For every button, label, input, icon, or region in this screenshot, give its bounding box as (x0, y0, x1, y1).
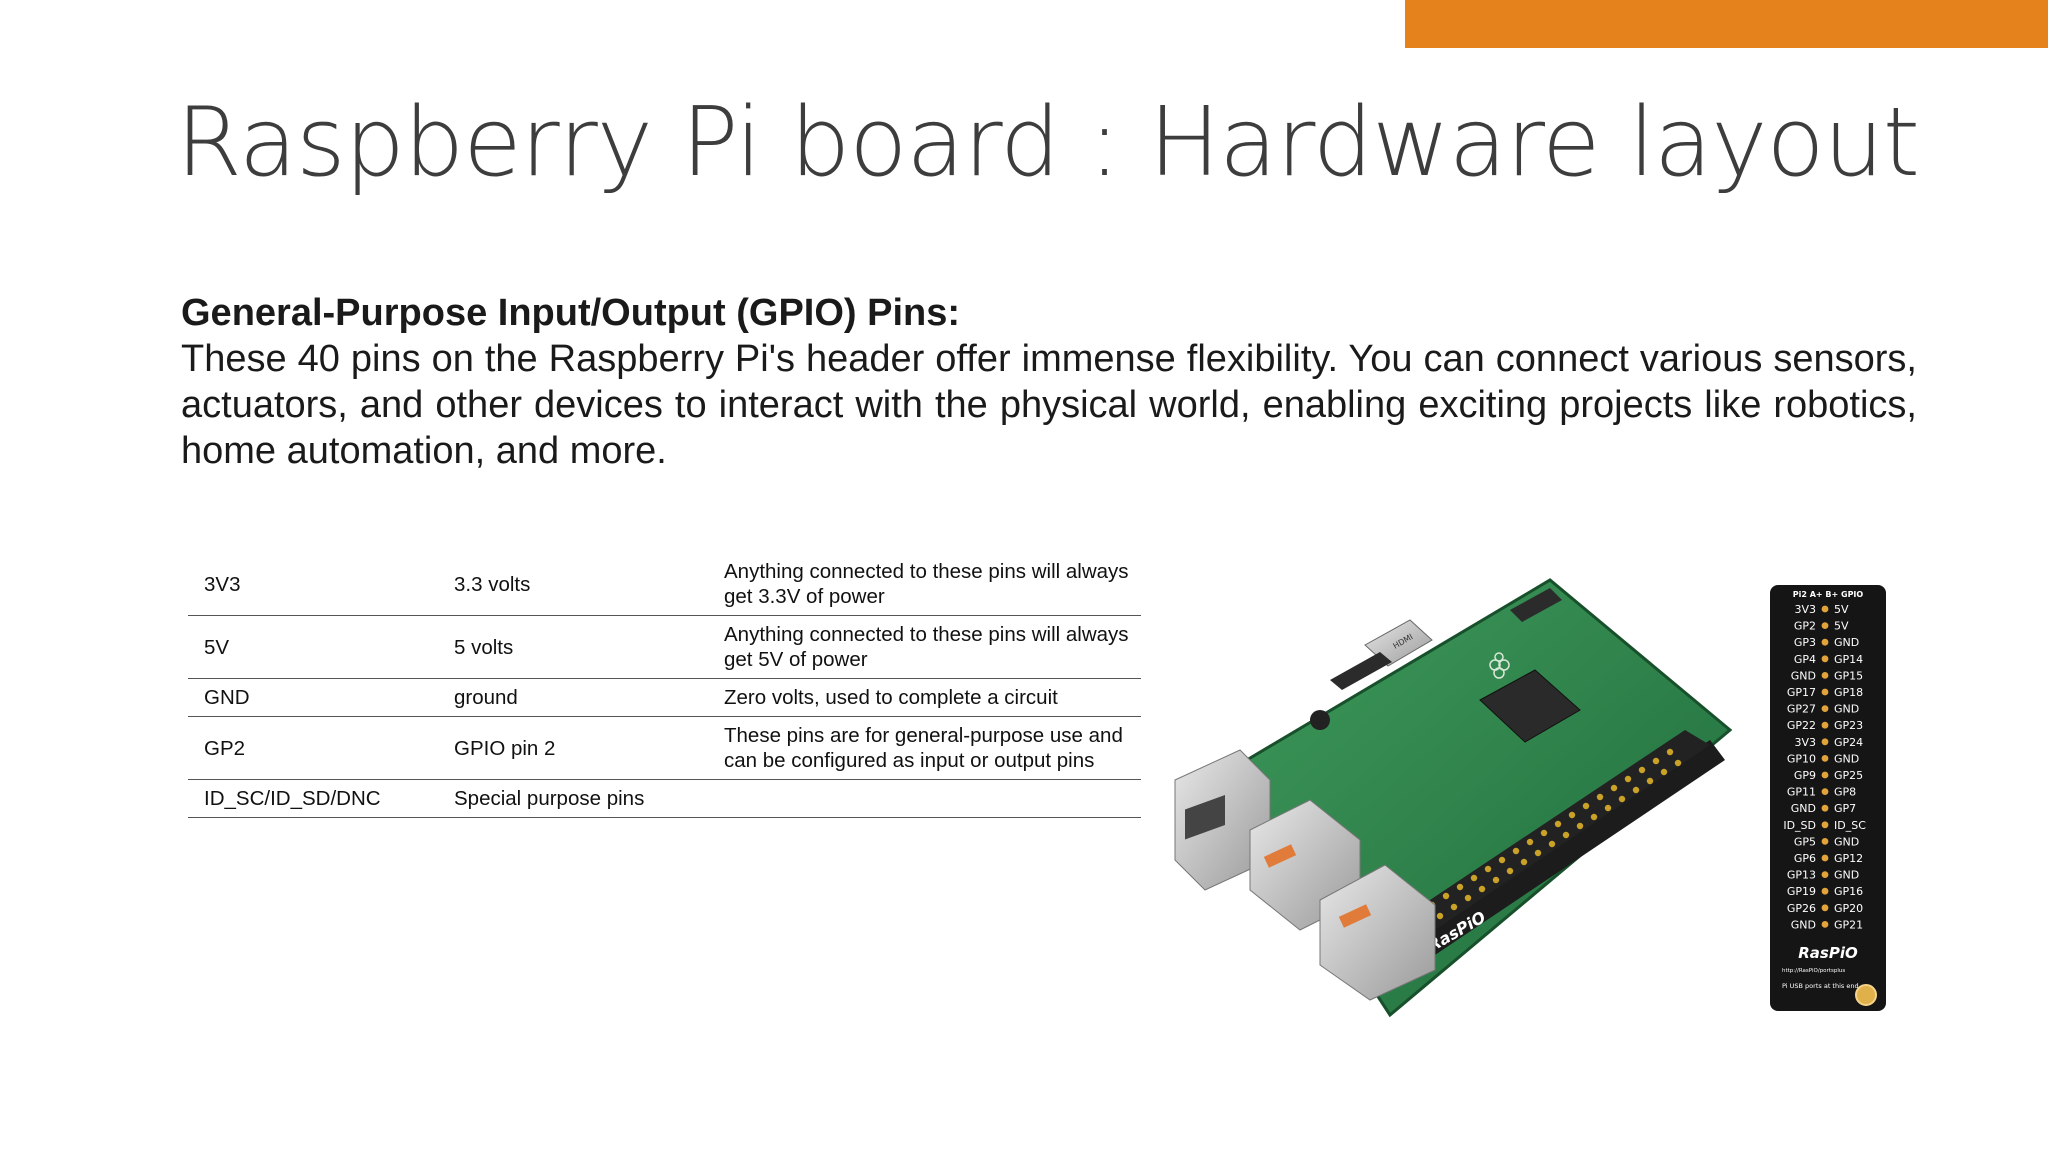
pinout-right-label: 5V (1834, 603, 1849, 616)
table-row: 5V 5 volts Anything connected to these p… (188, 615, 1141, 679)
slide-title: Raspberry Pi board : Hardware layout (176, 88, 1920, 198)
pinout-card-url: http://RasPiO/portsplus (1782, 968, 1845, 974)
table-row: GP2 GPIO pin 2 These pins are for genera… (188, 716, 1141, 780)
pin-description-cell: Zero volts, used to complete a circuit (708, 678, 1141, 717)
pinout-pin-dot (1821, 904, 1829, 912)
raspberry-logo-icon (1489, 652, 1510, 679)
pinout-left-label: GP4 (1794, 653, 1816, 666)
pinout-left-label: GP9 (1794, 769, 1816, 782)
pinout-pin-dot (1821, 838, 1829, 845)
pin-meaning-cell: 3.3 volts (438, 553, 708, 616)
pinout-right-label: GND (1834, 835, 1859, 848)
pin-meaning-cell: ground (438, 678, 708, 717)
pinout-pin-dot (1821, 688, 1829, 696)
pinout-right-label: GP18 (1834, 686, 1863, 699)
pinout-right-label: GND (1834, 869, 1859, 882)
pinout-pin-dot (1821, 721, 1829, 729)
pinout-left-label: GP19 (1787, 885, 1816, 898)
pinout-left-label: GP13 (1787, 869, 1816, 882)
table-row: ID_SC/ID_SD/DNC Special purpose pins (188, 779, 1141, 818)
pinout-left-label: GP5 (1794, 835, 1816, 848)
pin-description-cell: Anything connected to these pins will al… (708, 615, 1141, 679)
pin-name-cell: GP2 (188, 716, 438, 780)
pin-description-cell: These pins are for general-purpose use a… (708, 716, 1141, 780)
pinout-pin-dot (1821, 622, 1829, 629)
pinout-left-label: 3V3 (1794, 736, 1816, 749)
pinout-right-label: GP16 (1834, 885, 1863, 898)
pinout-pin-dot (1821, 755, 1829, 762)
gpio-header-pins (1428, 748, 1682, 920)
body-text: General-Purpose Input/Output (GPIO) Pins… (181, 290, 1917, 474)
pinout-left-label: GP2 (1794, 620, 1816, 633)
pinout-left-label: GP22 (1787, 719, 1816, 732)
pinout-pin-dot (1821, 705, 1829, 712)
pinout-card-footer: Pi USB ports at this end (1782, 982, 1859, 990)
pinout-pin-dot (1821, 788, 1829, 795)
pinout-right-label: GP15 (1834, 669, 1863, 682)
pinout-right-label: GP7 (1834, 802, 1856, 815)
pinout-pin-dot (1821, 921, 1829, 928)
pinout-right-label: GP14 (1834, 653, 1863, 666)
pinout-pin-dot (1821, 655, 1829, 663)
pinout-card-brand: RasPiO (1798, 944, 1858, 962)
pin-name-cell: GND (188, 678, 438, 717)
pin-table: 3V3 3.3 volts Anything connected to thes… (188, 553, 1141, 818)
pinout-left-label: GP11 (1787, 786, 1816, 799)
pinout-right-label: GP12 (1834, 852, 1863, 865)
pin-name-cell: 5V (188, 615, 438, 679)
pinout-left-label: GND (1791, 918, 1816, 931)
accent-bar (1405, 0, 2048, 48)
gpio-paragraph: These 40 pins on the Raspberry Pi's head… (181, 338, 1917, 472)
pinout-left-label: GP10 (1787, 752, 1816, 765)
pinout-right-label: GND (1834, 703, 1859, 716)
pin-name-cell: ID_SC/ID_SD/DNC (188, 779, 438, 818)
pinout-pin-dot (1821, 887, 1829, 895)
pinout-left-label: GP6 (1794, 852, 1816, 865)
pinout-right-label: ID_SC (1834, 819, 1866, 832)
pinout-left-label: GP26 (1787, 902, 1816, 915)
pinout-left-label: 3V3 (1794, 603, 1816, 616)
gpio-heading: General-Purpose Input/Output (GPIO) Pins… (181, 292, 961, 334)
raspberry-pi-board-photo: HDMI RasPiO (1174, 578, 1733, 1018)
pinout-left-label: GP17 (1787, 686, 1816, 699)
pin-meaning-cell: GPIO pin 2 (438, 716, 708, 780)
pinout-pin-dot (1821, 854, 1829, 862)
pinout-left-label: GND (1791, 669, 1816, 682)
pinout-card-header: Pi2 A+ B+ GPIO (1793, 590, 1864, 599)
pinout-right-label: GND (1834, 752, 1859, 765)
table-row: GND ground Zero volts, used to complete … (188, 678, 1141, 717)
pin-meaning-cell: Special purpose pins (438, 779, 708, 818)
pinout-pin-dot (1821, 871, 1829, 878)
pinout-right-label: GP21 (1834, 918, 1863, 931)
table-row: 3V3 3.3 volts Anything connected to thes… (188, 553, 1141, 616)
pin-name-cell: 3V3 (188, 553, 438, 616)
pinout-right-label: GP24 (1834, 736, 1863, 749)
pinout-pin-dot (1821, 638, 1829, 646)
pin-description-cell: Anything connected to these pins will al… (708, 553, 1141, 616)
pinout-right-label: GND (1834, 636, 1859, 649)
pinout-left-label: GND (1791, 802, 1816, 815)
pin-description-cell (708, 779, 1141, 818)
pinout-pin-dot (1821, 672, 1829, 679)
pin-meaning-cell: 5 volts (438, 615, 708, 679)
pinout-pin-dot (1821, 804, 1829, 812)
pinout-right-label: GP8 (1834, 786, 1856, 799)
pinout-left-label: GP3 (1794, 636, 1816, 649)
pinout-right-label: GP23 (1834, 719, 1863, 732)
pinout-pin-dot (1821, 605, 1829, 613)
pinout-left-label: GP27 (1787, 703, 1816, 716)
pinout-pin-dot (1821, 738, 1829, 746)
pinout-left-label: ID_SD (1783, 819, 1816, 832)
pinout-pin-dot (1821, 821, 1829, 829)
pinout-right-label: GP25 (1834, 769, 1863, 782)
pinout-right-label: 5V (1834, 620, 1849, 633)
pinout-pin-dot (1821, 771, 1829, 779)
pinout-right-label: GP20 (1834, 902, 1863, 915)
